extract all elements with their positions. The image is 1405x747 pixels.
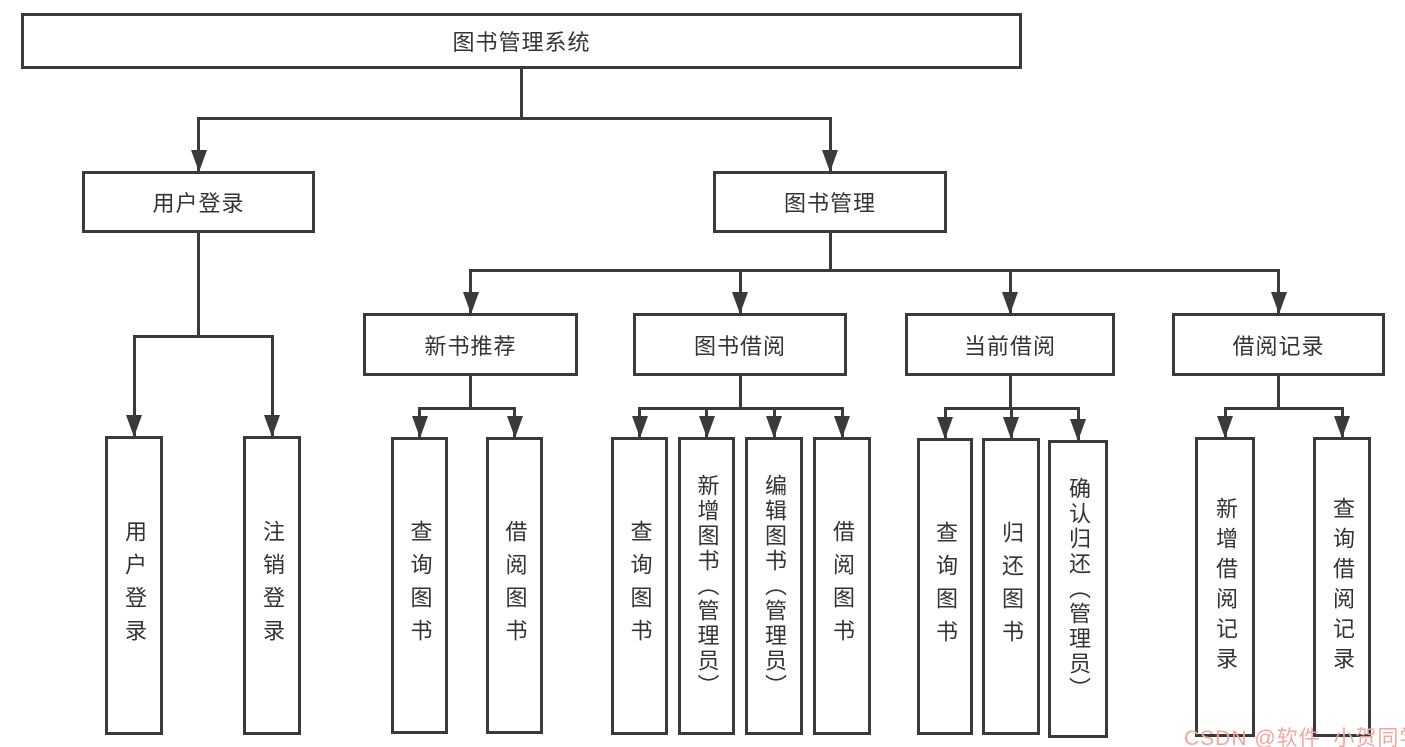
arrowhead-down-icon [766, 416, 782, 438]
node-bb-borrow-books: 借阅图书 [813, 437, 871, 735]
node-book-borrow: 图书借阅 [633, 313, 847, 376]
connector-drop [270, 336, 274, 436]
node-cb-confirm-return: 确认归还（管理员） [1048, 440, 1108, 738]
arrowhead-down-icon [732, 292, 748, 314]
arrowhead-down-icon [411, 416, 428, 438]
arrowhead-down-icon [126, 415, 142, 437]
node-label: 归还图书 [999, 520, 1024, 653]
connector-stub [1277, 376, 1280, 410]
arrowhead-down-icon [937, 417, 953, 439]
connector-drop [469, 270, 472, 313]
connector-stub [520, 69, 523, 120]
arrowhead-down-icon [462, 292, 479, 314]
node-nb-query-books: 查询图书 [391, 437, 448, 734]
arrowhead-down-icon [1002, 292, 1018, 314]
arrowhead-down-icon [1334, 416, 1350, 438]
node-label: 借阅图书 [830, 520, 855, 652]
node-label: 新增图书（管理员） [694, 473, 720, 699]
arrowhead-down-icon [1217, 416, 1233, 438]
node-label: 当前借阅 [963, 333, 1056, 359]
connector-drop [1277, 270, 1280, 313]
node-cb-return-books: 归还图书 [982, 438, 1040, 735]
node-label: 借阅记录 [1232, 333, 1325, 359]
node-label: 用户登录 [152, 191, 245, 216]
node-label: 用户登录 [122, 519, 147, 652]
arrowhead-down-icon [1070, 419, 1086, 441]
connector-drop [132, 336, 136, 436]
node-label: 新增借阅记录 [1213, 497, 1238, 677]
node-br-query-record: 查询借阅记录 [1313, 437, 1371, 737]
connector-rail [469, 268, 1280, 272]
arrowhead-down-icon [631, 416, 648, 438]
connector-stub [197, 233, 200, 338]
connector-stub [469, 376, 472, 410]
node-label: 编辑图书（管理员） [762, 473, 787, 699]
connector-rail [197, 116, 832, 120]
connector-rail [418, 406, 516, 410]
node-borrow-records: 借阅记录 [1172, 313, 1385, 376]
node-book-mgmt: 图书管理 [713, 171, 947, 233]
node-label: 查询借阅记录 [1330, 497, 1355, 677]
arrowhead-down-icon [506, 416, 523, 438]
connector-drop [197, 118, 200, 171]
node-label: 确认归还（管理员） [1066, 476, 1091, 702]
node-current-borrow: 当前借阅 [905, 313, 1115, 376]
connector-stub [828, 233, 832, 272]
node-user-login-menu: 用户登录 [82, 171, 315, 233]
connector-rail [1223, 406, 1344, 410]
node-logout: 注销登录 [243, 436, 301, 735]
node-label: 图书借阅 [693, 333, 786, 359]
node-label: 查询图书 [933, 520, 958, 653]
arrowhead-down-icon [190, 150, 207, 172]
node-label: 查询图书 [627, 520, 653, 652]
node-nb-borrow-books: 借阅图书 [486, 437, 543, 734]
node-bb-query-books: 查询图书 [611, 437, 668, 735]
node-label: 注销登录 [260, 519, 285, 652]
connector-stub [1008, 376, 1012, 410]
arrowhead-down-icon [1003, 417, 1019, 439]
arrowhead-down-icon [698, 416, 715, 438]
watermark: CSDN @软件_小贺同学 [1184, 727, 1405, 747]
connector-stub [738, 376, 742, 410]
node-bb-add-books: 新增图书（管理员） [678, 437, 735, 735]
node-root: 图书管理系统 [21, 13, 1022, 69]
arrowhead-down-icon [822, 150, 838, 172]
node-br-add-record: 新增借阅记录 [1195, 437, 1255, 737]
connector-drop [828, 118, 832, 171]
node-label: 查询图书 [407, 519, 433, 652]
connector-drop [1008, 270, 1012, 313]
node-bb-edit-books: 编辑图书（管理员） [745, 437, 803, 735]
node-label: 新书推荐 [424, 333, 517, 359]
connector-rail [638, 406, 844, 410]
node-new-books: 新书推荐 [363, 313, 578, 376]
node-label: 图书管理系统 [452, 30, 591, 55]
node-cb-query-books: 查询图书 [917, 438, 973, 735]
arrowhead-down-icon [834, 416, 850, 438]
connector-drop [738, 270, 742, 313]
node-label: 借阅图书 [502, 519, 528, 652]
arrowhead-down-icon [1270, 292, 1287, 314]
connector-rail [132, 334, 274, 338]
node-label: 图书管理 [783, 191, 876, 216]
arrowhead-down-icon [264, 415, 280, 437]
node-user-login: 用户登录 [105, 436, 163, 735]
